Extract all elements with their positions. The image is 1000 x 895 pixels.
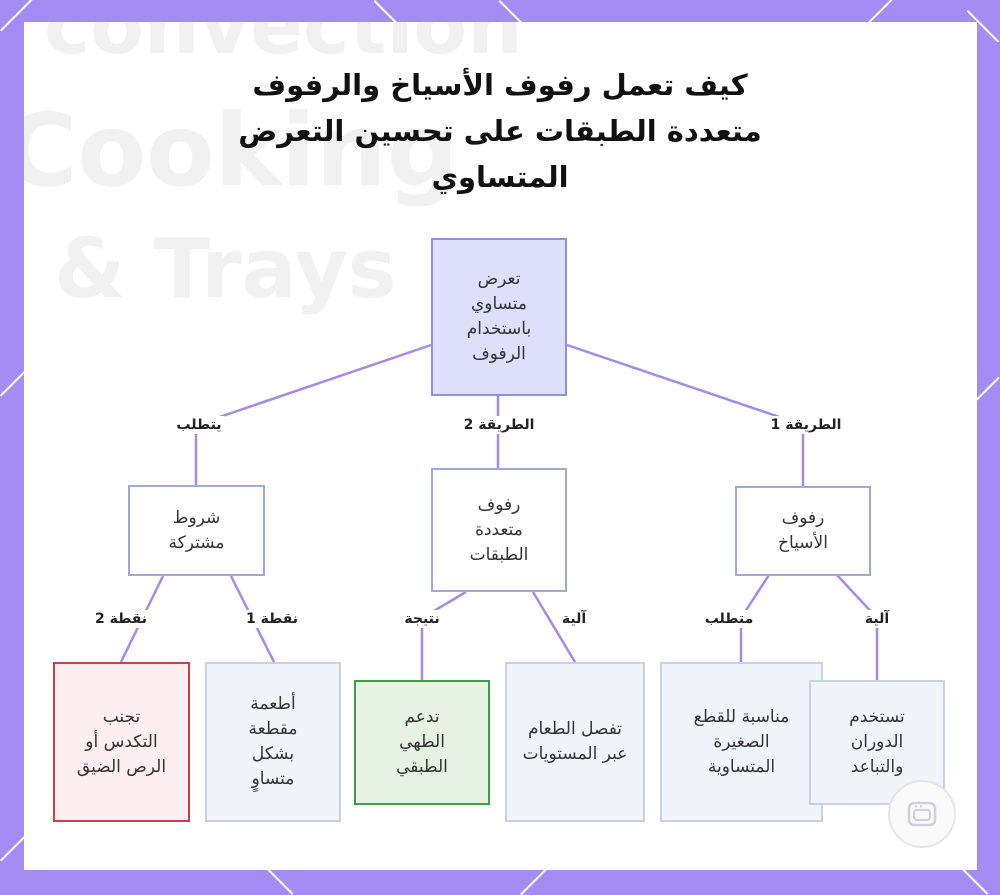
- watermark-line-2: Cooking: [24, 92, 459, 209]
- edge-label-mechanism-center: آلية: [558, 610, 590, 628]
- edge-root-left: [195, 343, 432, 427]
- node-multilayer-racks: رفوف متعددة الطبقات: [431, 468, 567, 592]
- node-even-cuts: أطعمة مقطعة بشكل متساوٍ: [205, 662, 341, 822]
- edge-label-requirement: متطلب: [701, 610, 757, 628]
- oven-logo-graphic: [907, 801, 937, 827]
- edge-label-point2: نقطة 2: [91, 610, 151, 628]
- edge-label-method2: الطريقة 2: [460, 416, 538, 434]
- node-separate-levels: تفصل الطعام عبر المستويات: [505, 662, 645, 822]
- diagram-title: كيف تعمل رفوف الأسياخ والرفوف متعددة الط…: [238, 68, 762, 194]
- edge-center-mechanism: [531, 591, 577, 663]
- edge-label-method1: الطريقة 1: [767, 416, 845, 434]
- node-common-conditions: شروط مشتركة: [128, 485, 265, 576]
- watermark-line-1: convection: [44, 22, 523, 72]
- edge-label-requires: يتطلب: [173, 416, 225, 434]
- edge-root-right: [566, 343, 804, 427]
- node-layered-cooking: تدعم الطهي الطبقي: [354, 680, 490, 805]
- edge-label-mechanism-right: آلية: [861, 610, 893, 628]
- node-small-pieces: مناسبة للقطع الصغيرة المتساوية: [660, 662, 823, 822]
- watermark-line-3: & Trays: [54, 222, 397, 317]
- edge-label-result: نتيجة: [401, 610, 443, 628]
- edge-label-point1: نقطة 1: [242, 610, 302, 628]
- node-skewer-racks: رفوف الأسياخ: [735, 486, 871, 576]
- node-avoid-crowding: تجنب التكدس أو الرص الضيق: [53, 662, 190, 822]
- oven-logo-icon: [888, 780, 956, 848]
- node-root: تعرض متساوي باستخدام الرفوف: [431, 238, 567, 396]
